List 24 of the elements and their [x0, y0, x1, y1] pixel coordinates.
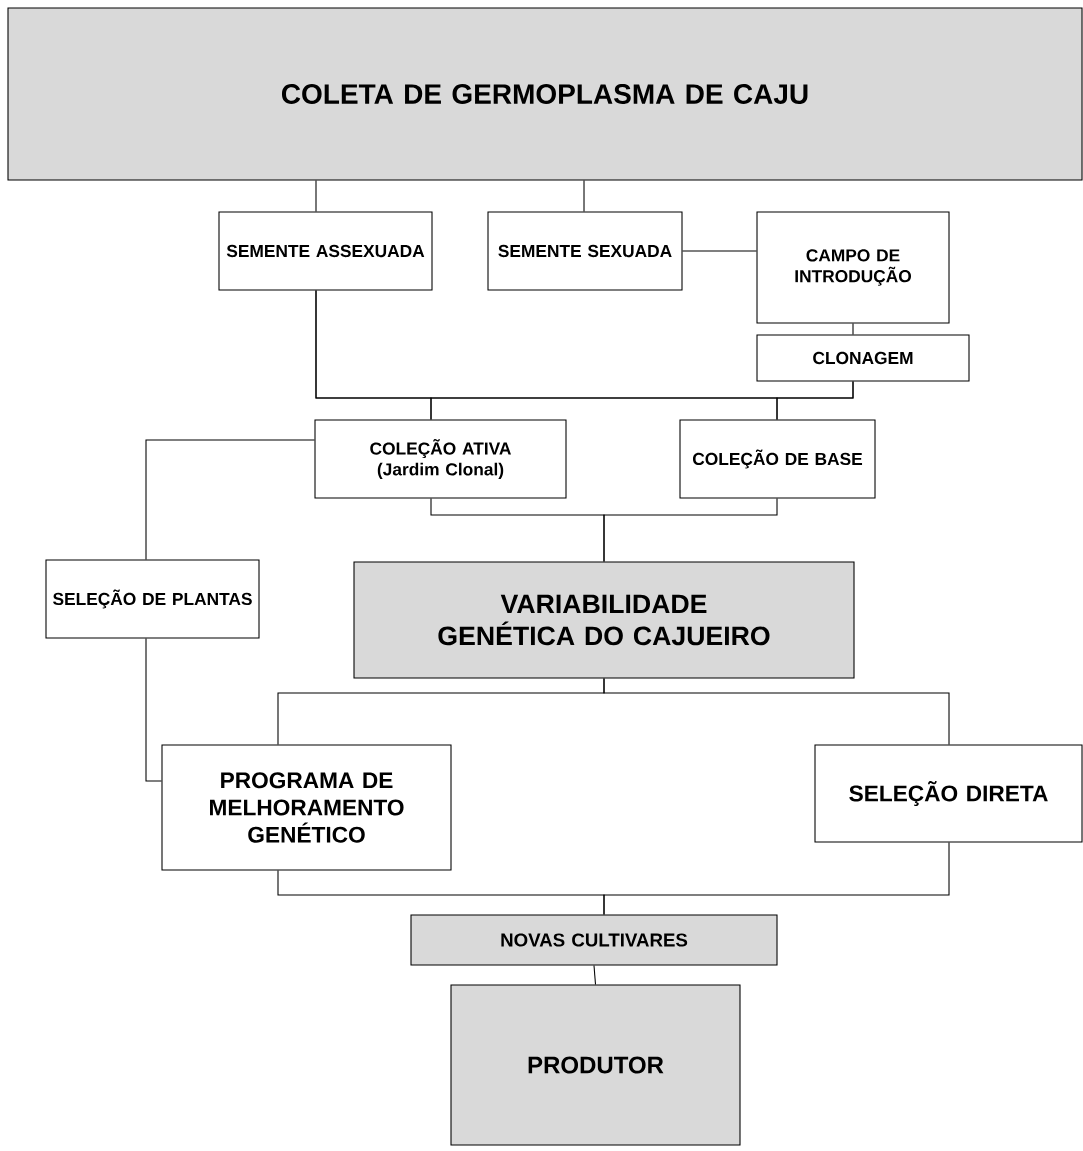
- process-box: COLETA DE GERMOPLASMA DE CAJU: [7, 7, 1083, 181]
- process-box: CLONAGEM: [756, 334, 970, 382]
- connector-line: [682, 250, 757, 252]
- connector-line: [145, 638, 162, 782]
- connector-line: [603, 842, 950, 915]
- connector-line: [315, 180, 317, 212]
- connector-line: [603, 678, 950, 745]
- process-box: SEMENTE SEXUADA: [487, 211, 683, 291]
- connector-line: [852, 323, 854, 335]
- connector-line: [145, 439, 315, 560]
- process-box: SEMENTE ASSEXUADA: [218, 211, 433, 291]
- connector-line: [593, 965, 597, 985]
- process-box: COLEÇÃO ATIVA (Jardim Clonal): [314, 419, 567, 499]
- process-box: SELEÇÃO DIRETA: [814, 744, 1083, 843]
- process-box: SELEÇÃO DE PLANTAS: [45, 559, 260, 639]
- process-box: PROGRAMA DE MELHORAMENTO GENÉTICO: [161, 744, 452, 871]
- process-box: NOVAS CULTIVARES: [410, 914, 778, 966]
- connector-line: [583, 180, 585, 212]
- process-box: PRODUTOR: [450, 984, 741, 1146]
- process-box: VARIABILIDADE GENÉTICA DO CAJUEIRO: [353, 561, 855, 679]
- process-box: CAMPO DE INTRODUÇÃO: [756, 211, 950, 324]
- process-box: COLEÇÃO DE BASE: [679, 419, 876, 499]
- connector-line: [603, 498, 778, 562]
- connector-line: [776, 381, 854, 420]
